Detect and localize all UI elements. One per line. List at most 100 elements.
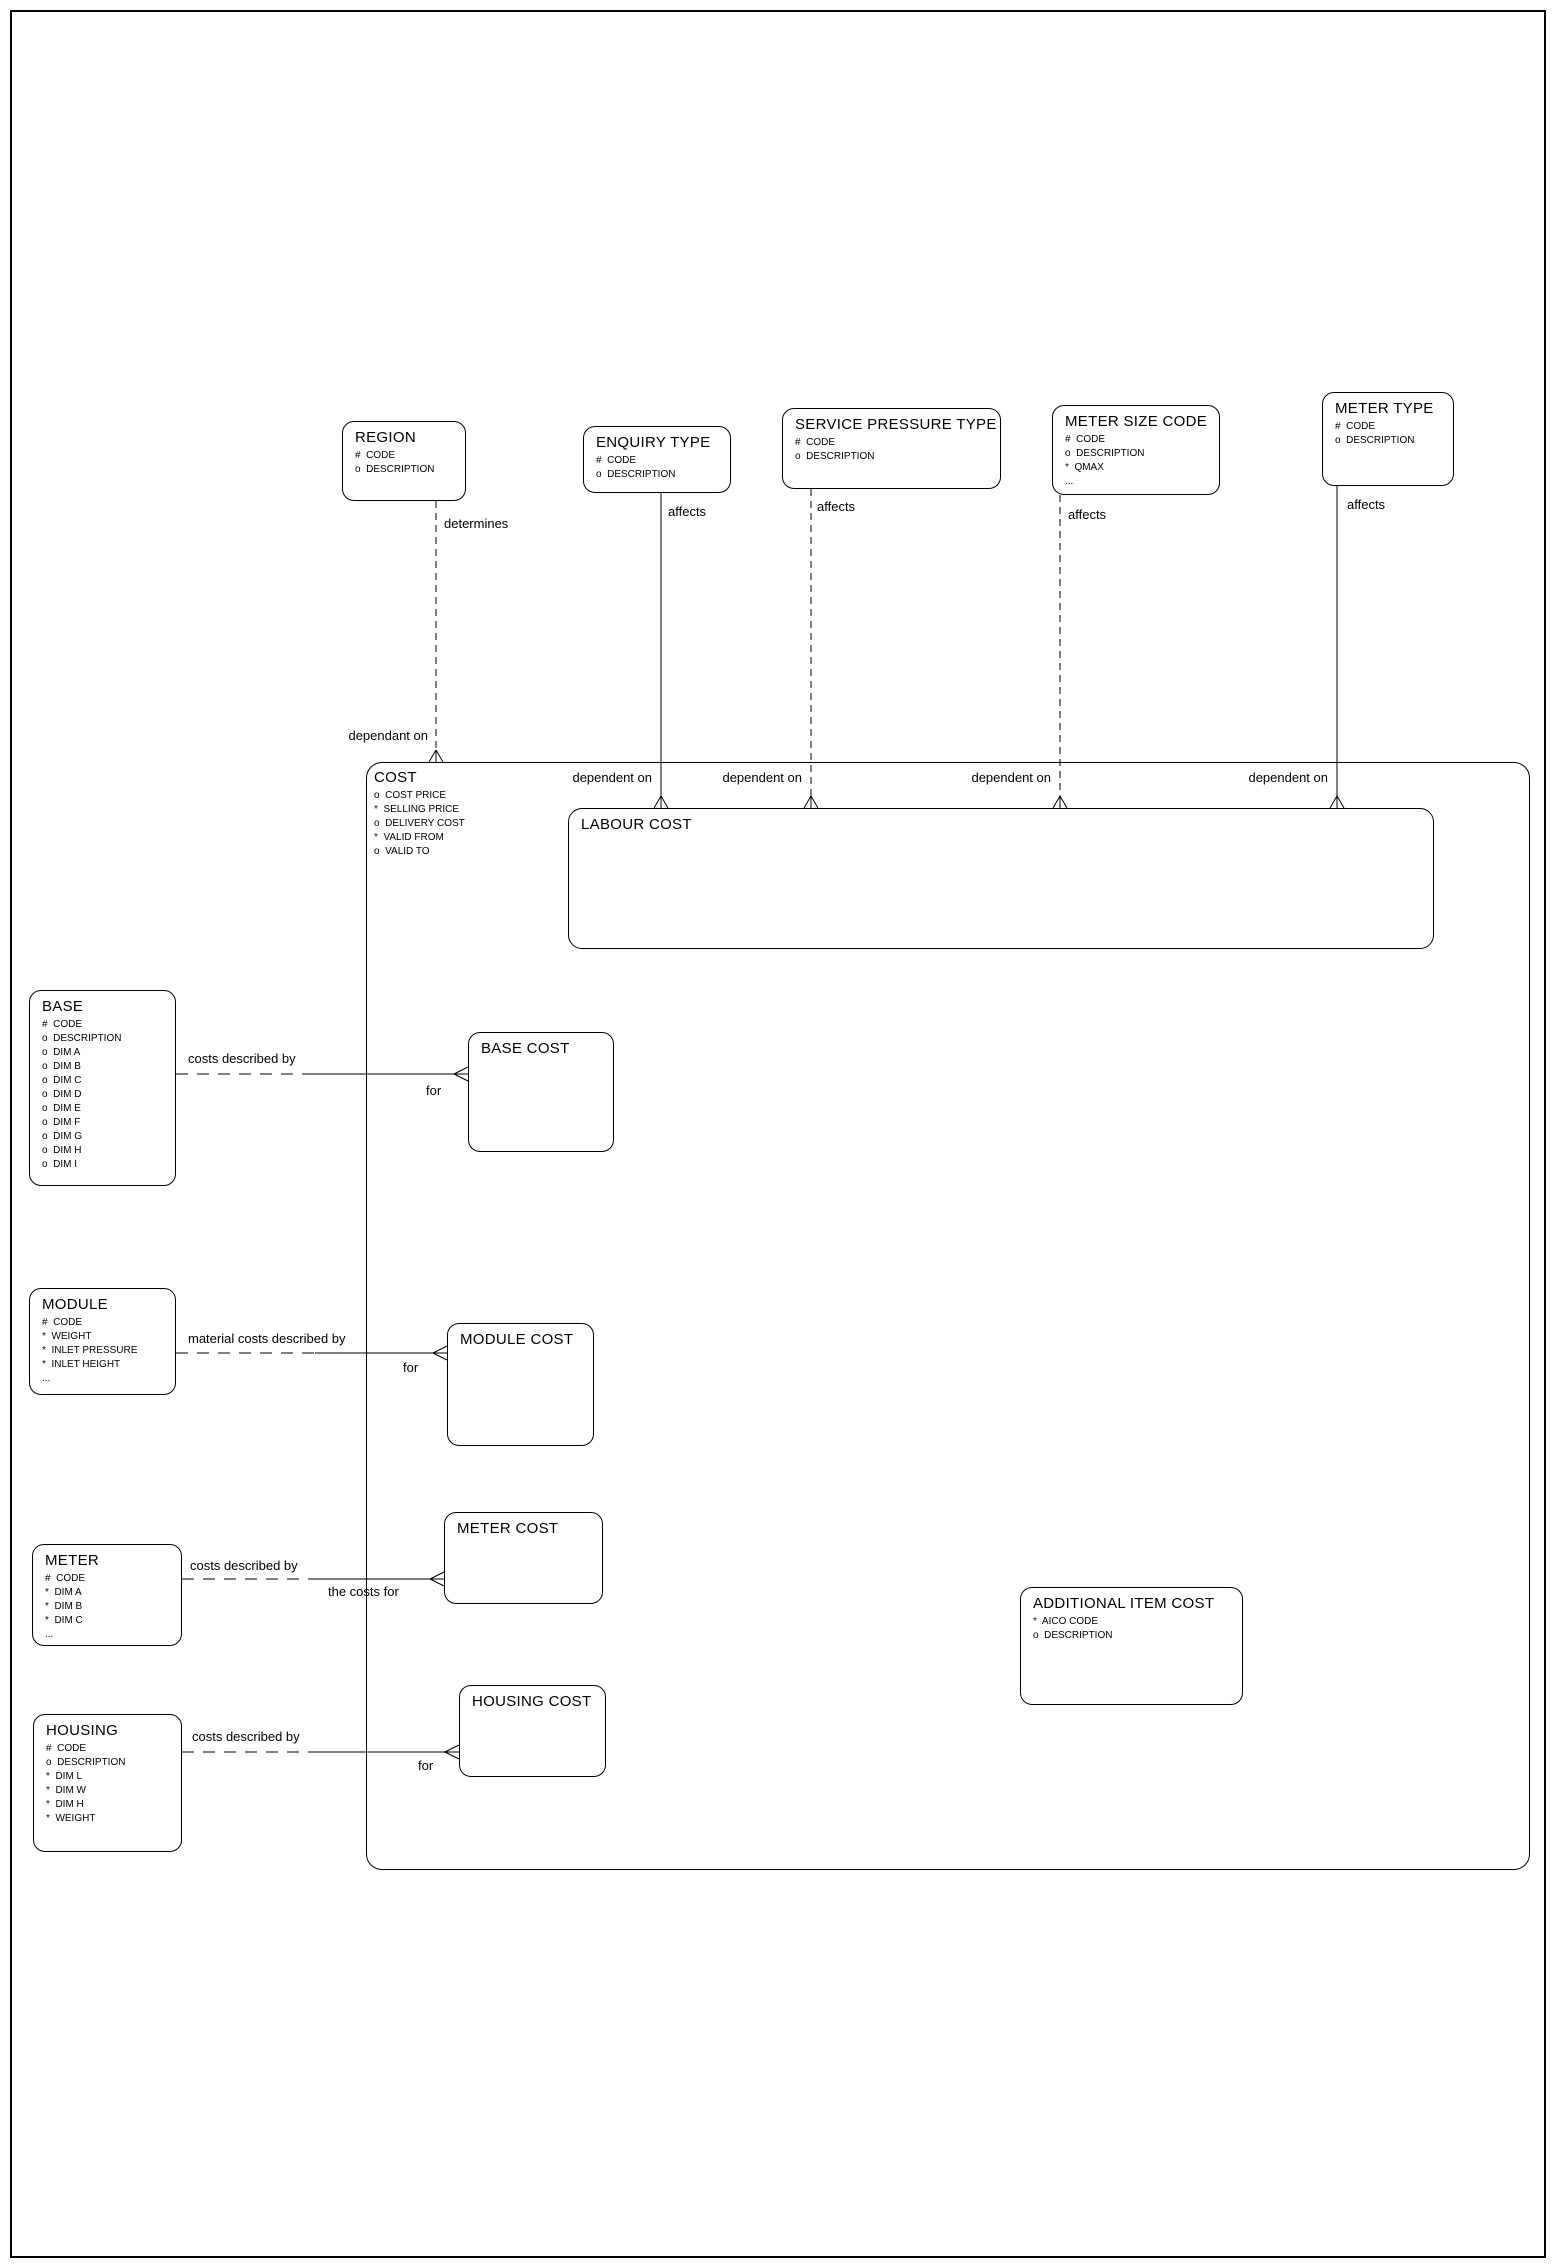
- entity-attribute: # CODE: [596, 455, 637, 466]
- crowsfoot-enquiry-labour: [653, 795, 669, 809]
- crowsfoot-meter-cost: [429, 1571, 445, 1587]
- entity-attribute: # CODE: [1065, 434, 1106, 445]
- crowsfoot-metersize-labour: [1052, 795, 1068, 809]
- entity-attribute: o DIM C: [42, 1075, 82, 1086]
- rel-label-dependent-on-service-pressure: dependent on: [722, 770, 802, 785]
- entity-attrs-meter: # CODE* DIM A* DIM B* DIM C...: [45, 1572, 175, 1642]
- entity-cost-container: [366, 762, 1530, 1870]
- entity-meter: METER # CODE* DIM A* DIM B* DIM C...: [32, 1544, 182, 1646]
- entity-attribute: * DIM C: [45, 1615, 83, 1626]
- entity-attribute: o DIM I: [42, 1159, 78, 1170]
- entity-title-enquiry-type: ENQUIRY TYPE: [596, 434, 711, 451]
- entity-title-module: MODULE: [42, 1296, 108, 1313]
- crowsfoot-module-cost: [432, 1345, 448, 1361]
- entity-attribute: o DESCRIPTION: [355, 464, 435, 475]
- entity-attribute: o DIM F: [42, 1117, 81, 1128]
- entity-attrs-module: # CODE * WEIGHT * INLET PRESSURE * INLET HE…: [42, 1316, 169, 1386]
- entity-attribute: * DIM B: [45, 1601, 83, 1612]
- entity-attrs-service-pressure-type: # CODE o DESCRIPTION: [795, 436, 994, 464]
- rel-label-meter-the-costs-for: the costs for: [328, 1584, 399, 1599]
- entity-attribute: # CODE: [795, 437, 836, 448]
- entity-attribute: * INLET HEIGHT: [42, 1359, 121, 1370]
- rel-label-dependant-on: dependant on: [348, 728, 428, 743]
- entity-attribute: o DIM E: [42, 1103, 81, 1114]
- entity-title-labour-cost: LABOUR COST: [581, 816, 692, 833]
- entity-title-housing: HOUSING: [46, 1722, 119, 1739]
- rel-label-affects-meter-type: affects: [1347, 497, 1386, 512]
- entity-title-meter-type: METER TYPE: [1335, 400, 1434, 417]
- entity-attribute: o VALID TO: [374, 846, 430, 857]
- entity-attribute: # CODE: [46, 1743, 87, 1754]
- entity-attribute: o DESCRIPTION: [46, 1757, 126, 1768]
- entity-title-service-pressure-type: SERVICE PRESSURE TYPE: [795, 416, 997, 433]
- entity-attribute: # CODE: [42, 1019, 83, 1030]
- rel-label-housing-costs-described-by: costs described by: [192, 1729, 300, 1744]
- entity-title-meter-cost: METER COST: [457, 1520, 559, 1537]
- entity-attribute: * VALID FROM: [374, 832, 444, 843]
- entity-labour-cost: LABOUR COST: [568, 808, 1434, 949]
- entity-attribute: o DESCRIPTION: [1335, 435, 1415, 446]
- rel-label-base-for: for: [426, 1083, 442, 1098]
- entity-module: MODULE # CODE * WEIGHT * INLET PRESSURE * I…: [29, 1288, 176, 1395]
- entity-meter-cost: METER COST: [444, 1512, 603, 1604]
- rel-label-dependent-on-meter-type: dependent on: [1248, 770, 1328, 785]
- entity-attribute: # CODE: [355, 450, 396, 461]
- entity-module-cost: MODULE COST: [447, 1323, 594, 1446]
- crowsfoot-base-cost: [453, 1066, 469, 1082]
- entity-title-meter-size-code: METER SIZE CODE: [1065, 413, 1208, 430]
- entity-attribute: o DIM G: [42, 1131, 83, 1142]
- crowsfoot-housing-cost: [444, 1744, 460, 1760]
- entity-title-base-cost: BASE COST: [481, 1040, 570, 1057]
- entity-attribute: o DESCRIPTION: [1065, 448, 1145, 459]
- entity-title-base: BASE: [42, 998, 84, 1015]
- rel-label-module-for: for: [403, 1360, 419, 1375]
- entity-attribute: * SELLING PRICE: [374, 804, 460, 815]
- entity-housing-cost: HOUSING COST: [459, 1685, 606, 1777]
- entity-attribute: * QMAX: [1065, 462, 1104, 473]
- entity-attribute: * INLET PRESSURE: [42, 1345, 138, 1356]
- entity-attribute: * WEIGHT: [46, 1813, 96, 1824]
- entity-title-cost: COST: [374, 769, 417, 786]
- entity-title-housing-cost: HOUSING COST: [472, 1693, 592, 1710]
- rel-label-affects-service-pressure: affects: [817, 499, 856, 514]
- rel-label-determines: determines: [444, 516, 509, 531]
- entity-attribute: o DELIVERY COST: [374, 818, 465, 829]
- entity-attribute: o DIM B: [42, 1061, 81, 1072]
- entity-attribute: * WEIGHT: [42, 1331, 92, 1342]
- entity-attribute: o COST PRICE: [374, 790, 447, 801]
- rel-label-dependent-on-meter-size: dependent on: [971, 770, 1051, 785]
- entity-title-meter: METER: [45, 1552, 99, 1569]
- entity-title-module-cost: MODULE COST: [460, 1331, 574, 1348]
- entity-attribute: o DESCRIPTION: [596, 469, 676, 480]
- entity-title-region: REGION: [355, 429, 416, 446]
- entity-attribute: o DIM D: [42, 1089, 82, 1100]
- entity-attribute: # CODE: [42, 1317, 83, 1328]
- entity-base: BASE # CODE o DESCRIPTION o DIM A o DIM B o …: [29, 990, 176, 1186]
- entity-attribute: # CODE: [45, 1573, 86, 1584]
- entity-attribute: o DIM H: [42, 1145, 82, 1156]
- entity-title-additional-item-cost: ADDITIONAL ITEM COST: [1033, 1595, 1215, 1612]
- entity-region: REGION # CODE o DESCRIPTION: [342, 421, 466, 501]
- entity-attribute: * DIM L: [46, 1771, 83, 1782]
- crowsfoot-service-labour: [803, 795, 819, 809]
- rel-label-affects-meter-size: affects: [1068, 507, 1107, 522]
- crowsfoot-metertype-labour: [1329, 795, 1345, 809]
- entity-attribute: o DIM A: [42, 1047, 81, 1058]
- entity-attrs-region: # CODE o DESCRIPTION: [355, 449, 459, 477]
- rel-label-base-costs-described-by: costs described by: [188, 1051, 296, 1066]
- entity-base-cost: BASE COST: [468, 1032, 614, 1152]
- entity-cost-header: COST o COST PRICE * SELLING PRICE o DELIVE…: [374, 768, 594, 859]
- entity-attribute: ...: [45, 1629, 54, 1640]
- entity-attribute: o DESCRIPTION: [42, 1033, 122, 1044]
- entity-service-pressure-type: SERVICE PRESSURE TYPE # CODE o DESCRIPTIO…: [782, 408, 1001, 489]
- entity-meter-size-code: METER SIZE CODE # CODE o DESCRIPTION * QMA…: [1052, 405, 1220, 495]
- entity-attribute: o DESCRIPTION: [795, 451, 875, 462]
- entity-attribute: * DIM W: [46, 1785, 86, 1796]
